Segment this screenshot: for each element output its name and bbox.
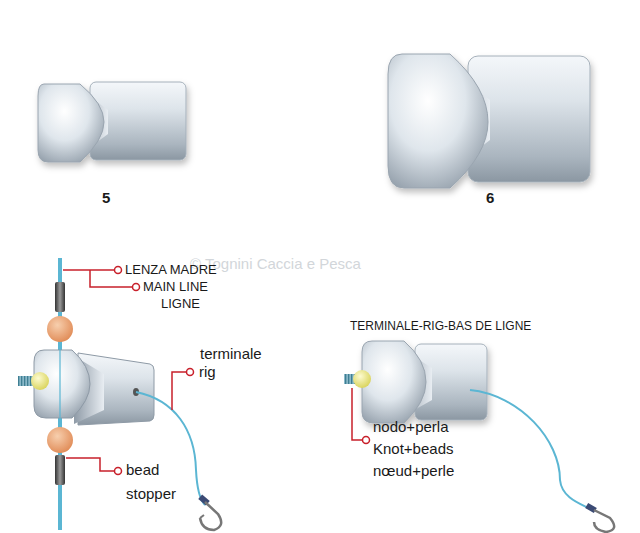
rig-sinker xyxy=(362,341,487,423)
yellow-bead xyxy=(31,372,49,390)
part-name: Knot+beads xyxy=(373,441,454,458)
part-name: bead xyxy=(126,462,159,479)
leader-lines xyxy=(352,388,362,440)
bead xyxy=(47,427,73,453)
part-name: nodo+perla xyxy=(373,419,448,436)
part-name: stopper xyxy=(126,486,176,503)
stopper xyxy=(55,282,65,312)
bead xyxy=(47,316,73,342)
sinker-6 xyxy=(388,54,590,188)
callout-number: 5 xyxy=(102,190,110,207)
sinker-5 xyxy=(38,82,186,162)
part-name: LIGNE xyxy=(161,297,200,311)
sliding-sinker xyxy=(34,350,154,425)
callout-number: 6 xyxy=(486,190,494,207)
heading: TERMINALE-RIG-BAS DE LIGNE xyxy=(350,320,531,333)
rig-line xyxy=(470,390,592,510)
yellow-bead xyxy=(353,370,371,388)
part-name: LENZA MADRE xyxy=(125,263,217,277)
leader-dots xyxy=(363,437,370,444)
hook xyxy=(198,494,221,530)
hook xyxy=(585,503,614,532)
part-name: rig xyxy=(199,364,216,381)
part-name: MAIN LINE xyxy=(143,280,208,294)
stopper xyxy=(55,455,65,485)
part-name: terminale xyxy=(200,346,262,363)
part-name: nœud+perle xyxy=(373,463,454,480)
